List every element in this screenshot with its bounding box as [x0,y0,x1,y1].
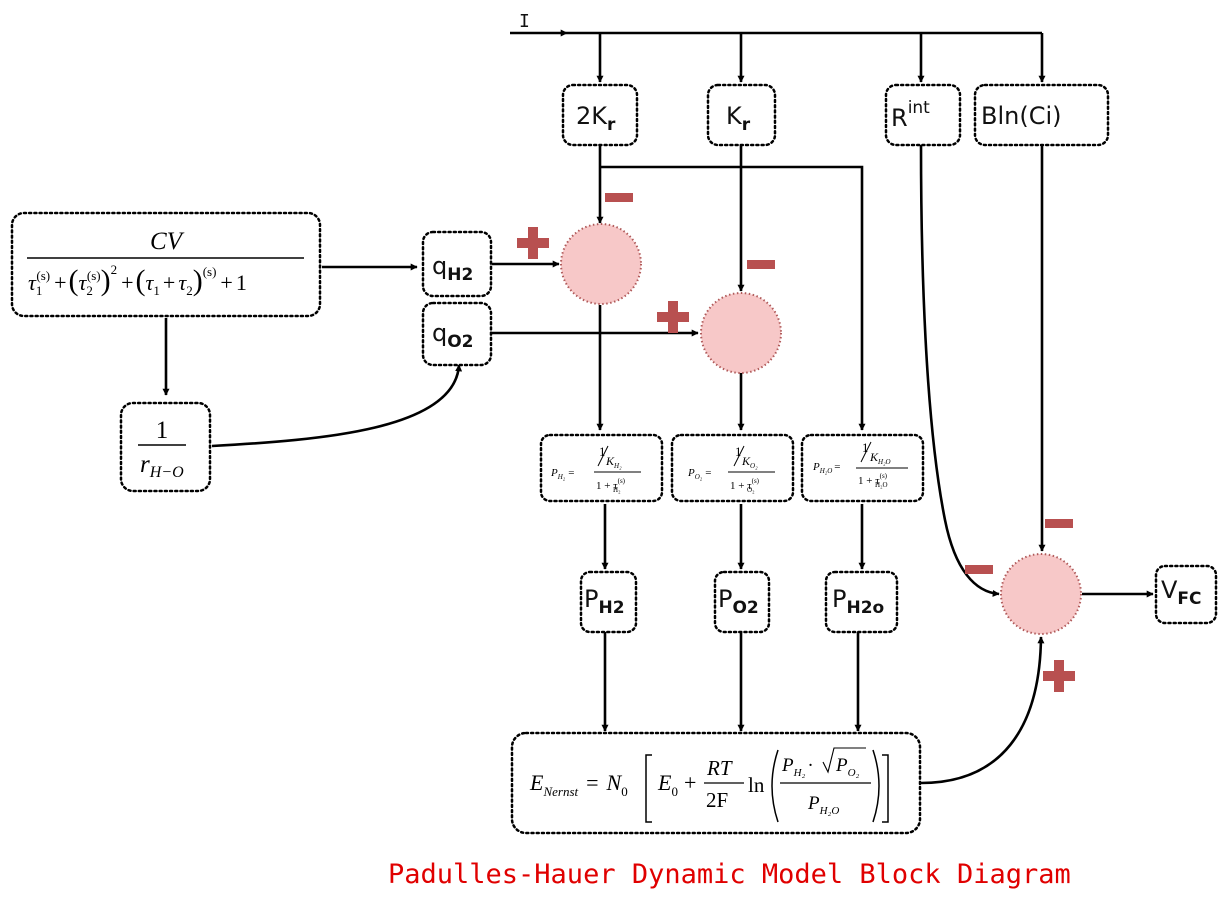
tf-denominator: τ1(s)+(τ2(s))2+(τ1+τ2)(s)+1 [28,262,247,298]
vfc-box [1154,564,1218,625]
svg-text:PH₂O: PH₂O [807,793,839,817]
signs [517,193,1075,692]
transfer-function-formula: CV τ1(s)+(τ2(s))2+(τ1+τ2)(s)+1 [27,228,304,298]
svg-text:1 + τ(s)H₂O: 1 + τ(s)H₂O [858,472,888,489]
svg-text:PH₂O=: PH₂O= [812,461,841,475]
svg-text:PH₂·: PH₂· [781,755,814,779]
minus-sign-bln [1045,519,1073,528]
wire-rint-to-sum3 [919,144,1000,597]
svg-text:RT: RT [706,756,733,780]
qo2-label: qO2 [432,319,474,352]
vfc-label: VFC [1161,576,1202,609]
ph2-box [579,570,638,634]
svg-text:PH₂=: PH₂= [550,467,574,481]
svg-text:1 + τ(s)O₂: 1 + τ(s)O₂ [730,477,760,494]
ratio-formula: 1 rH−O [138,417,186,481]
ph2-formula: PH₂= 1 KH₂ 1 + τ(s)H₂ [550,444,641,494]
ratio-box [119,401,212,493]
minus-sign-sum1 [605,193,633,202]
summing-junction-h2 [560,223,642,305]
2kr-box [561,83,639,147]
po2-transfer-box [670,433,795,503]
svg-text:1: 1 [862,440,869,455]
svg-text:1: 1 [735,444,742,459]
ph2o-formula: PH₂O= 1 KH₂O 1 + τ(s)H₂O [812,440,908,489]
wire-2kr-to-ph2o-block [600,165,866,431]
svg-text:1: 1 [156,417,169,444]
svg-text:rH−O: rH−O [140,451,184,481]
qo2-box [421,301,493,367]
input-label: I [519,11,530,32]
plus-sign-sum1 [517,227,549,259]
2kr-label: 2Kr [576,102,616,135]
svg-text:1: 1 [599,444,606,459]
transfer-function-box [10,211,322,318]
ph2o-label: PH2o [832,585,884,618]
svg-text:ln: ln [748,773,765,797]
bln-box [973,83,1110,147]
summing-junction-voltage [1000,553,1082,635]
ph2-transfer-box [539,433,664,503]
rint-box [884,83,962,147]
wire-nernst-to-sum3 [920,636,1045,785]
plus-sign-nernst [1043,660,1075,692]
minus-sign-rint [965,565,993,574]
kr-label: Kr [726,102,751,135]
ph2o-box [824,570,899,634]
qh2-label: qH2 [432,252,473,285]
po2-box [713,570,771,634]
svg-text:E0+: E0+ [657,770,696,799]
svg-text:PO₂: PO₂ [835,755,860,779]
po2-formula: PO₂= 1 KO₂ 1 + τ(s)O₂ [687,444,775,494]
bln-label: Bln(Ci) [981,102,1062,130]
wires [162,29,1154,785]
po2-label: PO2 [718,585,759,618]
ph2-label: PH2 [584,585,625,618]
kr-box [706,83,777,147]
qh2-box [421,230,493,298]
wire-ratio-to-qo2 [211,364,463,448]
tf-numerator: CV [150,228,185,255]
svg-text:KO₂: KO₂ [741,454,758,470]
svg-text:KH₂: KH₂ [605,454,622,470]
svg-text:2F: 2F [706,788,728,812]
svg-text:KH₂O: KH₂O [869,450,891,466]
svg-text:1 + τ(s)H₂: 1 + τ(s)H₂ [596,477,626,494]
rint-label: Rint [891,98,930,132]
minus-sign-sum2 [747,260,775,269]
plus-sign-sum2 [657,301,689,333]
summing-junction-o2 [700,292,782,374]
svg-text:ENernst=N0: ENernst=N0 [529,770,628,799]
svg-text:PO₂=: PO₂= [687,467,711,481]
nernst-formula: ENernst=N0 E0+ RT 2F ln PH₂· PO₂ PH₂O [529,747,889,823]
diagram-title: Padulles-Hauer Dynamic Model Block Diagr… [388,859,1071,890]
